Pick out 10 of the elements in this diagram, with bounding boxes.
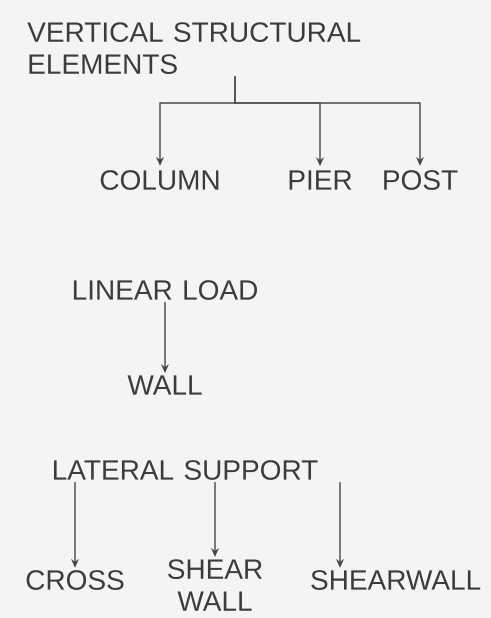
handwritten-label: SHEAR WALL [168,559,262,611]
handwritten-label: COLUMN [100,170,218,190]
handwritten-label: PIER [290,170,352,190]
handwritten-label: WALL [128,375,202,395]
handwritten-label: SHEARWALL [311,570,480,590]
handwritten-label: POST [384,170,458,190]
handwritten-label: LATERAL SUPPORT [54,460,318,480]
handwritten-label: CROSS [26,570,124,590]
handwritten-label: VERTICAL STRUCTURAL ELEMENTS [27,22,360,74]
handwritten-label: LINEAR LOAD [74,280,257,300]
